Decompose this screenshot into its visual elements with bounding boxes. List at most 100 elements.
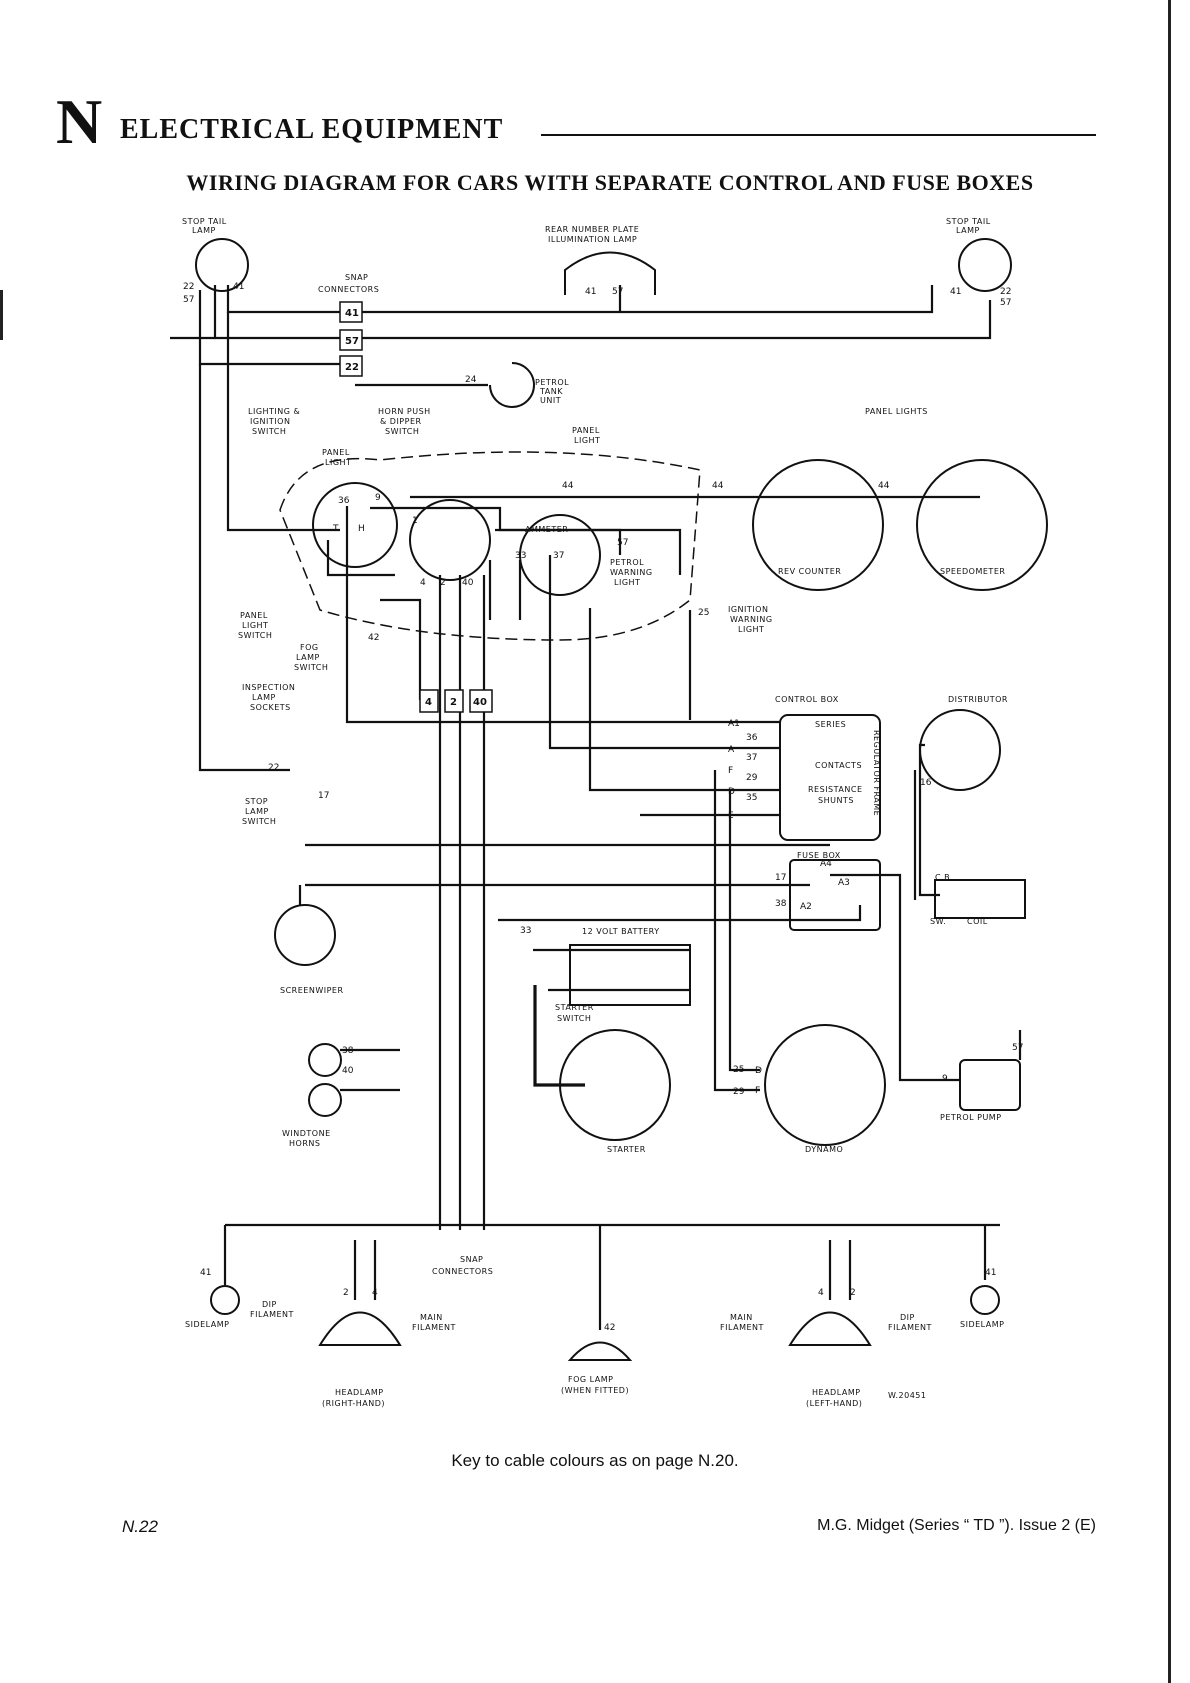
cable-37-control: 37 (746, 753, 757, 763)
page-number: N.22 (122, 1517, 158, 1536)
cable-4: 4 (420, 578, 426, 588)
label-petrol-warning-3: LIGHT (614, 578, 640, 587)
label-starter-switch-1: STARTER (555, 1003, 594, 1012)
label-panel-light-switch-2: LIGHT (242, 621, 268, 630)
label-inspection-2: LAMP (252, 693, 276, 702)
label-dynamo: DYNAMO (805, 1145, 843, 1154)
wire-control-f (713, 770, 760, 1092)
label-fog-lamp-switch-3: SWITCH (294, 663, 328, 672)
label-coil: COIL (967, 917, 988, 926)
label-inspection-1: INSPECTION (242, 683, 295, 692)
label-main-filament-right-2: FILAMENT (720, 1323, 764, 1332)
page-caption: Key to cable colours as on page N.20. (451, 1451, 739, 1470)
fog-lamp (567, 1341, 633, 1361)
label-sidelamp-left: SIDELAMP (185, 1320, 230, 1329)
cable-25: 25 (698, 608, 709, 618)
label-shunts: SHUNTS (818, 796, 854, 805)
label-snap-connectors-top-2: CONNECTORS (318, 285, 379, 294)
stop-tail-lamp-right (958, 238, 1012, 292)
cable-41-rear-left: 41 (233, 282, 244, 292)
control-box (779, 714, 881, 841)
wire-headlamp-l (828, 1240, 852, 1300)
cable-22-rear-right: 22 (1000, 287, 1011, 297)
cable-2-headlamp-l: 2 (850, 1288, 856, 1298)
label-headlamp-right-2: (RIGHT-HAND) (322, 1399, 385, 1408)
terminal-a2: A2 (800, 902, 812, 912)
cable-57-plate: 57 (612, 287, 623, 297)
dynamo (764, 1024, 886, 1146)
dashboard-outline (279, 451, 701, 641)
cable-24: 24 (465, 375, 477, 385)
cable-33-a: 33 (515, 551, 526, 561)
terminal-a3: A3 (838, 878, 850, 888)
distributor (919, 709, 1001, 791)
cable-40: 40 (462, 578, 474, 588)
cable-2-headlamp-r: 2 (343, 1288, 349, 1298)
wire-starter (533, 985, 585, 1087)
label-petrol-tank-1: PETROL (535, 378, 569, 387)
cable-57-rear-right: 57 (1000, 298, 1011, 308)
label-starter: STARTER (607, 1145, 646, 1154)
screenwiper-motor (274, 904, 336, 966)
label-headlamp-left-1: HEADLAMP (812, 1388, 861, 1397)
cable-1: 1 (412, 516, 418, 526)
wire-29 (588, 608, 780, 792)
cable-42-foglamp: 42 (604, 1323, 615, 1333)
cable-9: 9 (375, 493, 381, 503)
label-panel-light-switch-1: PANEL (240, 611, 268, 620)
label-panel-light-switch-3: SWITCH (238, 631, 272, 640)
cable-38-fuse: 38 (775, 899, 787, 909)
terminal-e: E (728, 811, 734, 821)
label-distributor: DISTRIBUTOR (948, 695, 1008, 704)
label-petrol-warning-1: PETROL (610, 558, 644, 567)
label-lighting-switch-3: SWITCH (252, 427, 286, 436)
snap-connector-22: 22 (345, 362, 359, 373)
label-stop-lamp-switch-3: SWITCH (242, 817, 276, 826)
cable-42: 42 (368, 633, 379, 643)
stop-tail-lamp-left (195, 238, 249, 292)
label-stop-lamp-switch-2: LAMP (245, 807, 269, 816)
label-control-box: CONTROL BOX (775, 695, 839, 704)
label-lighting-switch-1: LIGHTING & (248, 407, 300, 416)
cable-57-dash: 57 (617, 538, 628, 548)
label-ignition-warning-1: IGNITION (728, 605, 768, 614)
label-speedometer: SPEEDOMETER (940, 567, 1005, 576)
coil (934, 879, 1026, 919)
label-cb: C.B. (935, 873, 953, 882)
wire-33 (488, 560, 522, 620)
label-horn-push-1: HORN PUSH (378, 407, 431, 416)
label-ammeter: AMMETER (525, 525, 568, 534)
label-headlamp-right-1: HEADLAMP (335, 1388, 384, 1397)
battery (569, 944, 691, 1006)
connector-4: 4 (425, 697, 432, 708)
cable-17-fuse: 17 (775, 873, 786, 883)
wire-fusebox-9 (830, 873, 960, 1082)
wire-22 (198, 290, 340, 366)
cable-57-rear-left: 57 (183, 295, 194, 305)
cable-36: 36 (338, 496, 350, 506)
label-starter-switch-2: SWITCH (557, 1014, 591, 1023)
wire-22-down (198, 364, 290, 772)
rear-number-plate-lamp (564, 251, 656, 295)
terminal-t: T (332, 524, 339, 534)
section-title: ELECTRICAL EQUIPMENT (120, 114, 504, 145)
lighting-switch (312, 482, 398, 568)
horn-2 (308, 1083, 342, 1117)
headlamp-left (788, 1311, 872, 1346)
petrol-tank-unit (489, 362, 535, 408)
sidelamp-right (970, 1285, 1000, 1315)
cable-41-sidelamp-left: 41 (200, 1268, 211, 1278)
label-panel-light-b-1: PANEL (572, 426, 600, 435)
cable-4-headlamp-l: 4 (818, 1288, 824, 1298)
cable-57-pump: 57 (1012, 1043, 1023, 1053)
manual-title: M.G. Midget (Series “ TD ”). Issue 2 (E) (817, 1517, 1096, 1534)
label-rev-counter: REV COUNTER (778, 567, 841, 576)
headlamp-right (318, 1311, 402, 1346)
speedometer (916, 459, 1048, 591)
cable-44-a: 44 (562, 481, 574, 491)
wire-57 (213, 285, 992, 340)
label-headlamp-left-2: (LEFT-HAND) (806, 1399, 862, 1408)
cable-33-starter: 33 (520, 926, 531, 936)
label-windtone-horns-1: WINDTONE (282, 1129, 331, 1138)
